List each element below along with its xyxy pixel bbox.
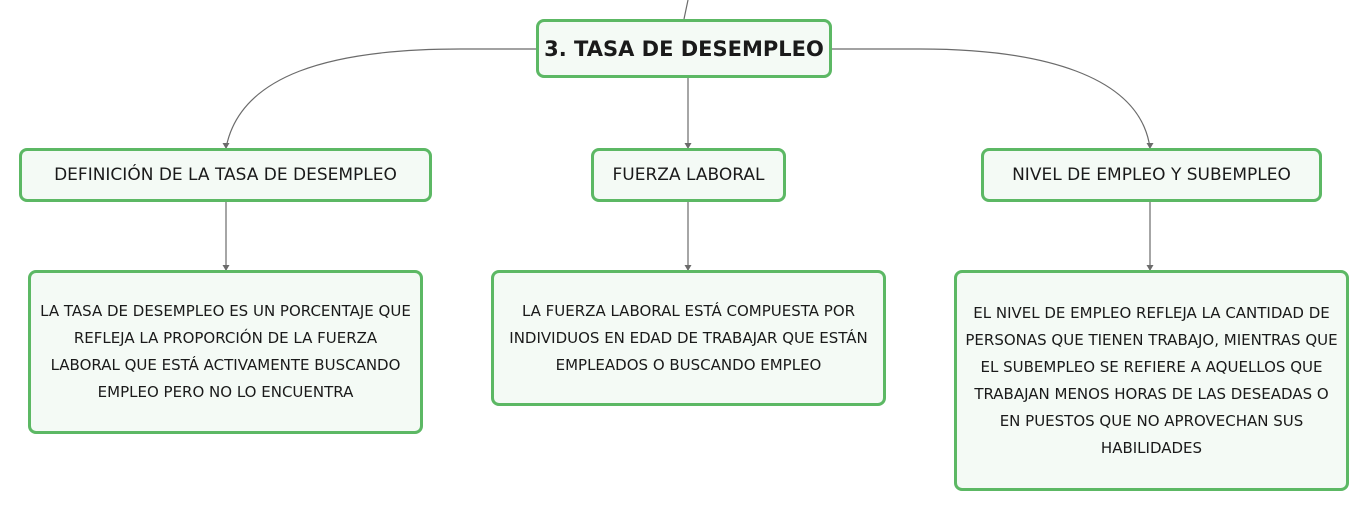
detail-node-definicion[interactable]: LA TASA DE DESEMPLEO ES UN PORCENTAJE QU…	[28, 270, 423, 434]
detail-node-nivel-empleo[interactable]: EL NIVEL DE EMPLEO REFLEJA LA CANTIDAD D…	[954, 270, 1349, 491]
connector-incoming	[683, 0, 689, 20]
branch-title: FUERZA LABORAL	[612, 165, 765, 185]
arrowhead-fuerza-detail	[684, 265, 692, 271]
root-node[interactable]: 3. TASA DE DESEMPLEO	[536, 19, 832, 78]
branch-title: NIVEL DE EMPLEO Y SUBEMPLEO	[1012, 165, 1291, 185]
detail-text: LA TASA DE DESEMPLEO ES UN PORCENTAJE QU…	[40, 302, 411, 401]
detail-node-fuerza-laboral[interactable]: LA FUERZA LABORAL ESTÁ COMPUESTA POR IND…	[491, 270, 886, 406]
branch-title: DEFINICIÓN DE LA TASA DE DESEMPLEO	[54, 165, 397, 185]
root-label: 3. TASA DE DESEMPLEO	[544, 36, 824, 61]
arrowhead-nivel-detail	[1146, 265, 1154, 271]
arrowhead-root-nivel	[1146, 143, 1154, 149]
branch-node-definicion[interactable]: DEFINICIÓN DE LA TASA DE DESEMPLEO	[19, 148, 432, 202]
arrowhead-root-definicion	[222, 143, 230, 149]
detail-text: LA FUERZA LABORAL ESTÁ COMPUESTA POR IND…	[509, 301, 868, 374]
arrowhead-definicion-detail	[222, 265, 230, 271]
connector-root-definicion	[225, 48, 536, 149]
connector-root-nivel	[832, 48, 1151, 149]
arrowhead-root-fuerza	[684, 143, 692, 149]
branch-node-nivel-empleo[interactable]: NIVEL DE EMPLEO Y SUBEMPLEO	[981, 148, 1322, 202]
branch-node-fuerza-laboral[interactable]: FUERZA LABORAL	[591, 148, 786, 202]
detail-text: EL NIVEL DE EMPLEO REFLEJA LA CANTIDAD D…	[965, 303, 1338, 457]
